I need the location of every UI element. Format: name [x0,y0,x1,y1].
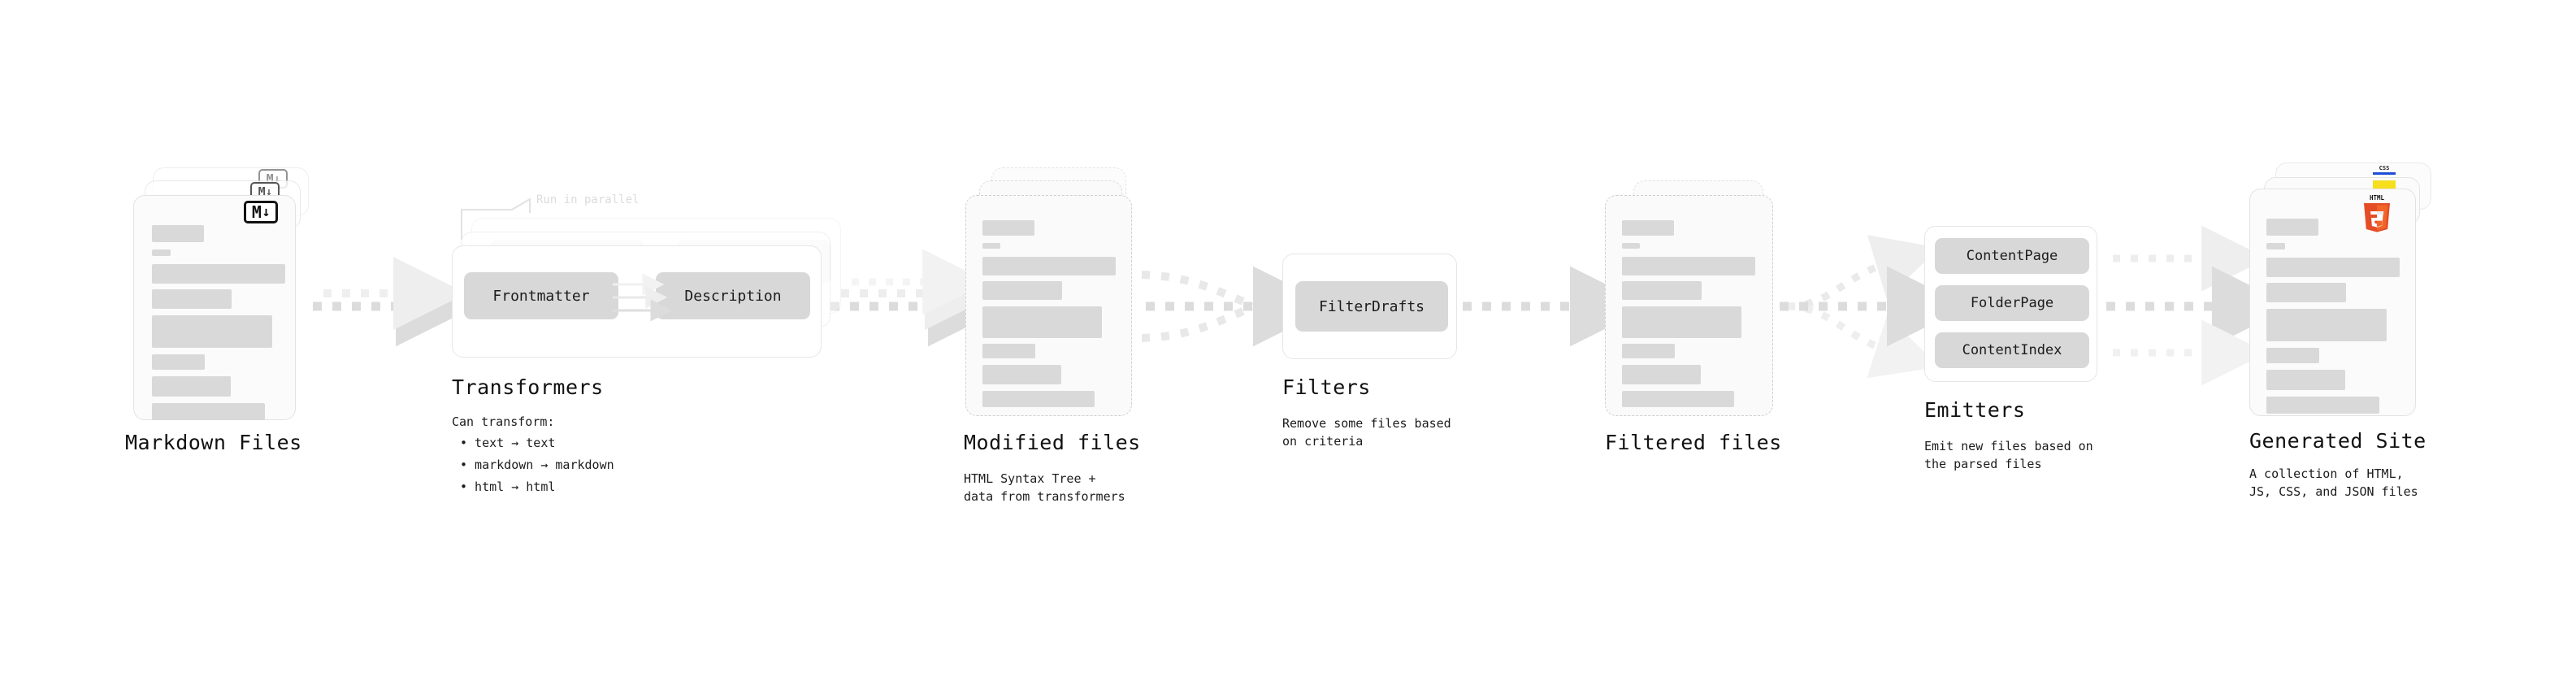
css-icon-underline [2373,172,2396,175]
site-card-front [2249,189,2416,416]
placeholder-bar [1622,344,1675,358]
arrow-modified-to-filters [1141,266,1334,347]
placeholder-bar [152,264,285,284]
stage-title-emitters: Emitters [1924,398,2026,422]
placeholder-bar [982,220,1034,236]
placeholder-bar [2266,283,2346,302]
transformer-pill-description[interactable]: Description [656,272,810,319]
run-in-parallel-note: Run in parallel [536,193,640,206]
stage-title-transformers: Transformers [452,375,604,399]
filters-subtitle: Remove some files based on criteria [1282,416,1451,449]
placeholder-bar [982,365,1061,384]
stage-title-markdown-files: Markdown Files [125,431,302,454]
stage-title-generated-site: Generated Site [2249,429,2426,453]
emitter-pill-contentpage[interactable]: ContentPage [1935,238,2089,274]
stage-title-modified-files: Modified files [964,431,1141,454]
emitters-box: ContentPage FolderPage ContentIndex [1924,226,2097,382]
arrow-filtered-to-emitters [1780,235,1967,379]
placeholder-bar [982,257,1116,275]
stage-title-filtered-files: Filtered files [1605,431,1782,454]
markdown-icon-m: M [251,202,262,222]
modified-card-front [965,195,1132,416]
placeholder-bar [982,306,1102,338]
placeholder-bar [2266,397,2379,414]
markdown-icon-m: M [266,171,274,186]
placeholder-bar [1622,391,1734,407]
placeholder-bar [2266,219,2318,236]
markdown-icon: M↓ [244,201,278,223]
transformers-bullet-2: • html → html [460,479,556,494]
markdown-icon-arrow: ↓ [274,172,280,185]
transformers-subtitle-heading: Can transform: [452,414,555,429]
css-icon-label: CSS [2379,165,2390,171]
arrow-emitters-to-site [2106,225,2292,386]
css-icon: CSS [2373,165,2396,175]
placeholder-bar [152,289,232,309]
placeholder-bar [152,225,204,242]
placeholder-bar [982,391,1095,407]
placeholder-bar [982,243,1000,249]
transformer-pill-frontmatter[interactable]: Frontmatter [464,272,618,319]
placeholder-bar [2266,258,2400,277]
transformer-inner-arrows [613,273,673,322]
markdown-icon-arrow: ↓ [266,185,272,198]
placeholder-bar [1622,257,1755,275]
svg-text:HTML: HTML [2370,194,2385,202]
filter-pill-filterdrafts[interactable]: FilterDrafts [1295,281,1448,332]
html5-icon: HTML [2361,193,2393,232]
stage-title-filters: Filters [1282,375,1371,399]
generated-site-subtitle: A collection of HTML, JS, CSS, and JSON … [2249,466,2418,499]
transformers-bullet-0: • text → text [460,436,556,450]
transformers-box: Frontmatter Description [452,245,822,358]
arrow-transformers-to-modified [830,249,1008,347]
placeholder-bar [2266,348,2319,363]
placeholder-bar [1622,306,1741,338]
placeholder-bar [982,344,1035,358]
markdown-icon-arrow: ↓ [262,203,271,220]
emitter-pill-folderpage[interactable]: FolderPage [1935,285,2089,321]
markdown-icon-m: M [258,184,266,199]
placeholder-bar [2266,243,2285,249]
placeholder-bar [1622,281,1702,300]
placeholder-bar [2266,309,2387,341]
placeholder-bar [1622,365,1701,384]
placeholder-bar [1622,220,1674,236]
emitter-pill-contentindex[interactable]: ContentIndex [1935,332,2089,368]
transformers-bullet-1: • markdown → markdown [460,458,614,472]
emitters-subtitle: Emit new files based on the parsed files [1924,439,2093,471]
placeholder-bar [152,354,205,370]
modified-files-subtitle: HTML Syntax Tree + data from transformer… [964,471,1125,504]
placeholder-bar [1622,243,1640,249]
placeholder-bar [152,403,265,420]
placeholder-bar [152,376,231,397]
placeholder-bar [982,281,1062,300]
placeholder-bar [2266,370,2345,390]
placeholder-bar [152,315,272,348]
markdown-card-front [133,195,296,420]
filtered-card-front [1605,195,1773,416]
placeholder-bar [152,249,171,256]
filters-box: FilterDrafts [1282,254,1457,359]
arrow-markdown-to-transformers [313,257,476,347]
